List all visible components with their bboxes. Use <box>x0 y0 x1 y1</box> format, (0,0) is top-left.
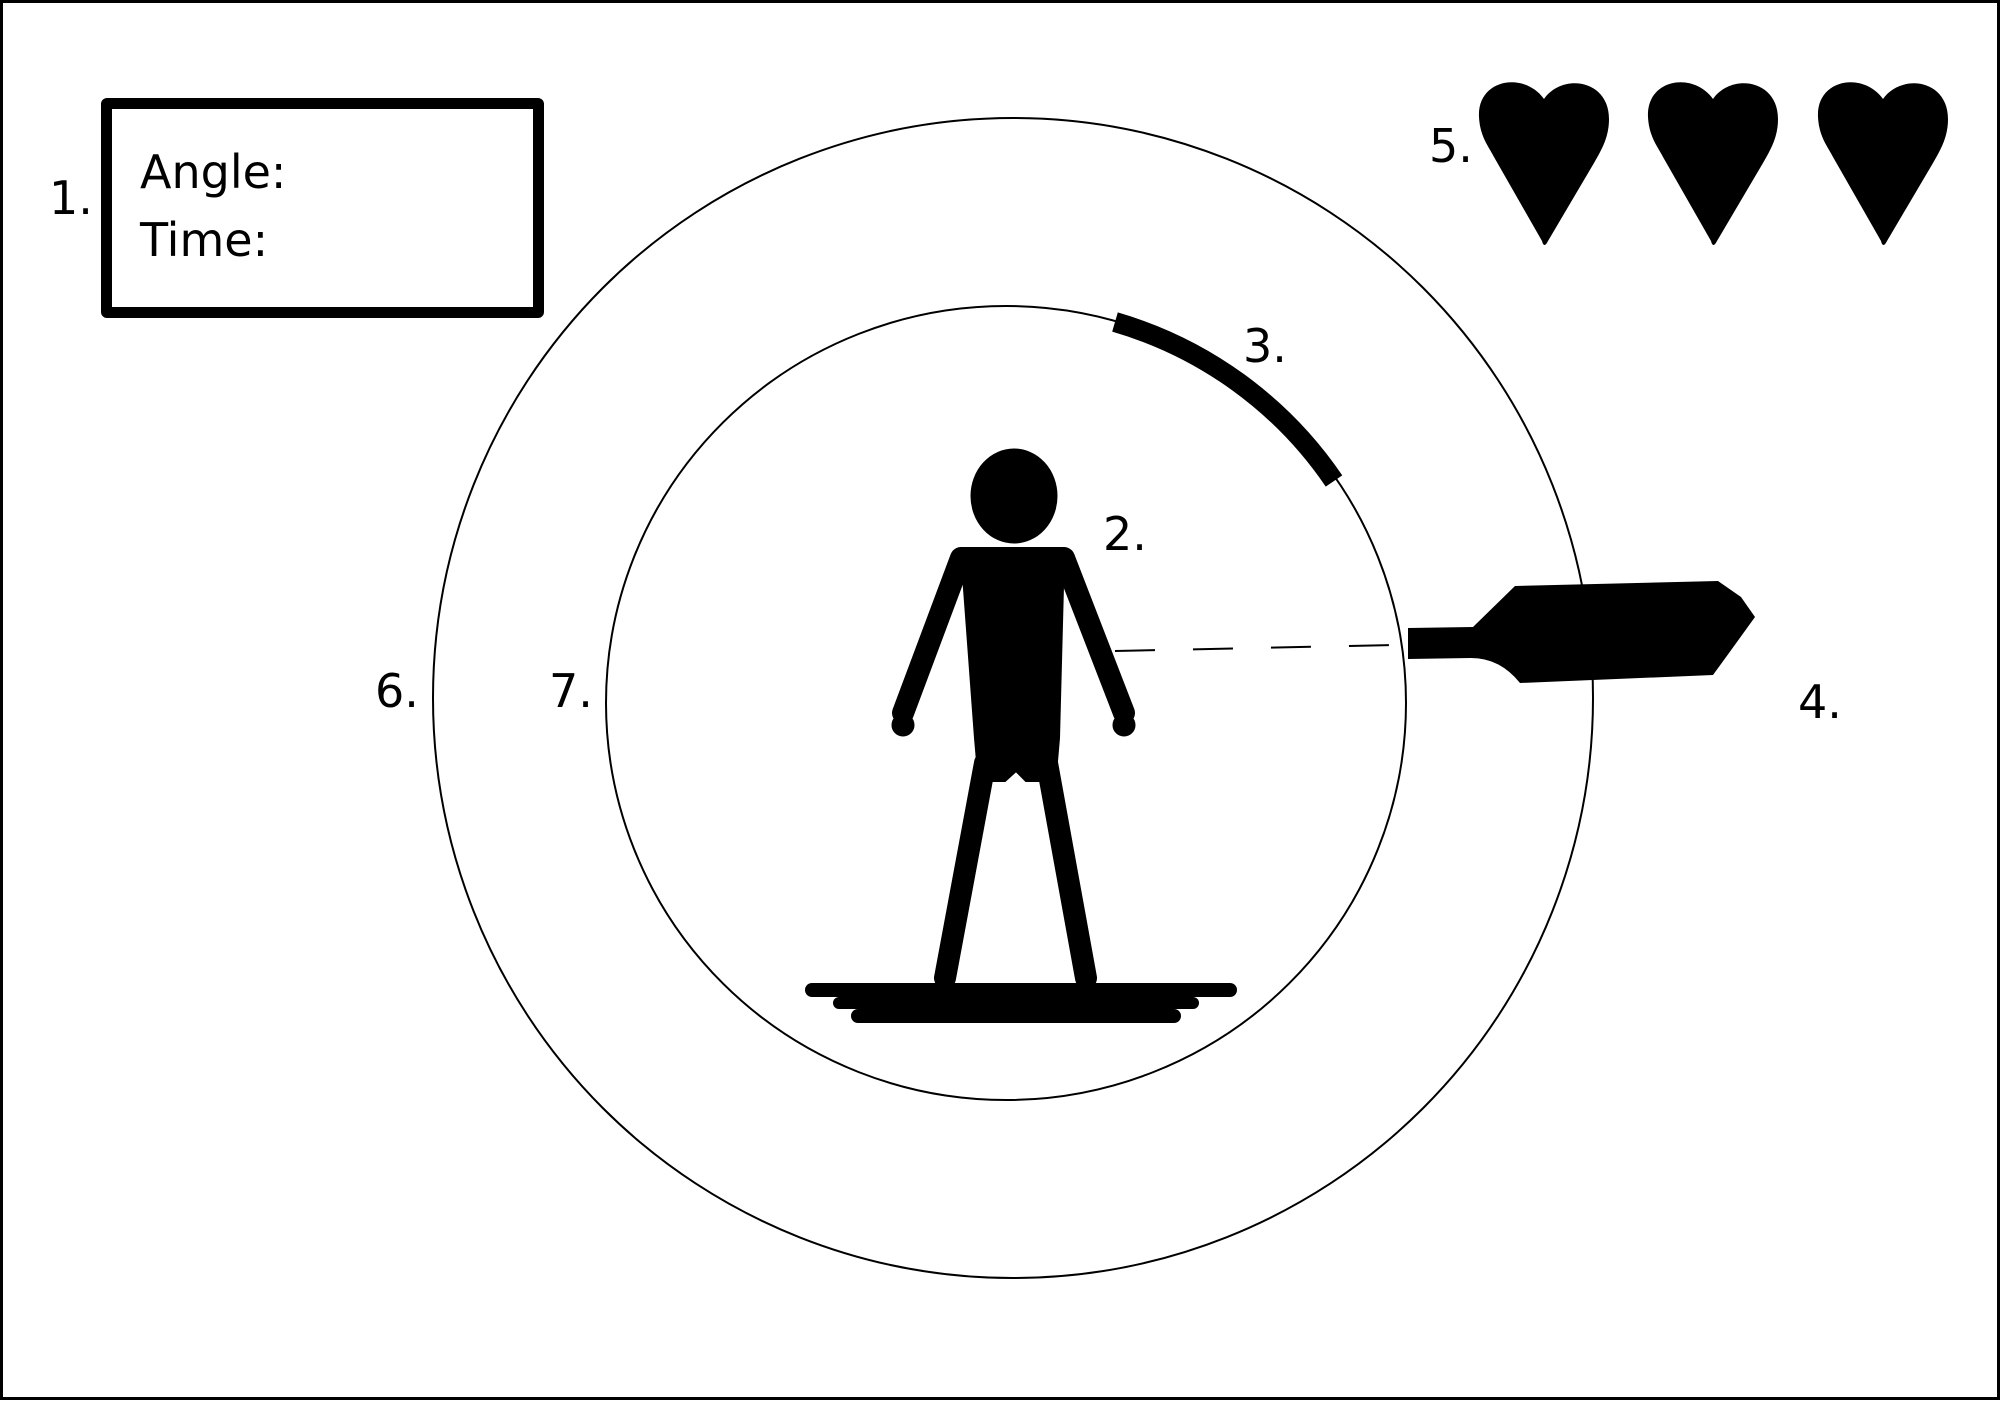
scene-graphics <box>432 82 1948 1279</box>
callout-outer-ring: 6. <box>375 664 419 718</box>
player-torso <box>960 547 1065 782</box>
controller-icon[interactable] <box>1408 581 1755 683</box>
callout-player: 2. <box>1103 507 1147 561</box>
callout-lives: 5. <box>1429 119 1473 173</box>
hud-box: Angle: Time: <box>101 98 544 318</box>
player-left-leg <box>934 752 996 989</box>
time-label: Time: <box>140 213 269 267</box>
callout-hud-box: 1. <box>49 171 93 225</box>
heart-icon <box>1647 82 1778 245</box>
skateboard-platform <box>805 983 1237 1023</box>
indicator-arc <box>1112 312 1343 487</box>
inner-ring <box>605 305 1407 1101</box>
aim-line <box>1114 644 1394 652</box>
outer-ring <box>432 117 1594 1279</box>
player-head <box>970 448 1058 544</box>
player-figure <box>891 448 1136 989</box>
heart-icon <box>1478 82 1609 245</box>
player-right-leg <box>1036 752 1097 989</box>
angle-label: Angle: <box>140 145 287 199</box>
callout-indicator-arc: 3. <box>1243 319 1287 373</box>
player-right-arm <box>1053 547 1135 724</box>
player-left-arm <box>892 547 972 724</box>
lives-hearts <box>1478 82 1948 245</box>
callout-controller: 4. <box>1798 675 1842 729</box>
callout-inner-ring: 7. <box>549 664 593 718</box>
heart-icon <box>1817 82 1948 245</box>
